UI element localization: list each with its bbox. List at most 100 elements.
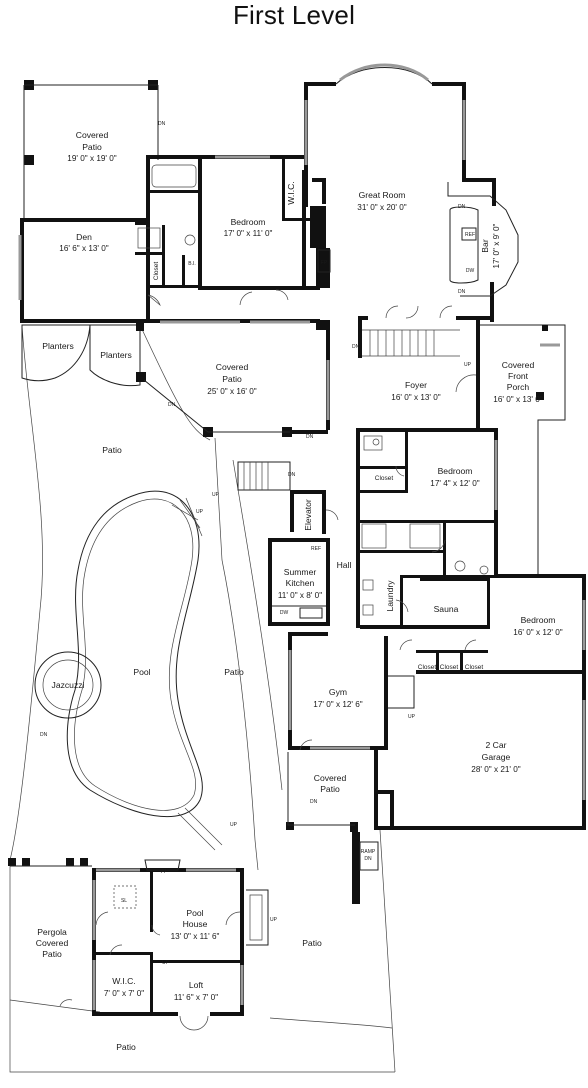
label-sauna: Sauna bbox=[434, 604, 459, 614]
dn-stair-3: DN bbox=[288, 472, 296, 478]
label-closet-east-1: Closet bbox=[418, 664, 437, 671]
label-pool-house: Pool bbox=[186, 908, 203, 918]
svg-text:28' 0" x 21' 0": 28' 0" x 21' 0" bbox=[471, 765, 521, 774]
label-wic-top: W.I.C. bbox=[286, 181, 296, 204]
svg-text:Garage: Garage bbox=[482, 752, 511, 762]
label-great-room: Great Room bbox=[359, 190, 406, 200]
fireplace-pool-house: FP bbox=[161, 869, 168, 875]
label-bar: Bar bbox=[480, 239, 490, 253]
walls bbox=[8, 63, 586, 1016]
label-patio-west: Patio bbox=[102, 445, 122, 455]
label-summer-kitchen: Summer bbox=[284, 567, 317, 577]
up-loft: UP bbox=[162, 960, 170, 966]
dn-patio-mid: DN bbox=[168, 402, 176, 408]
label-elevator: Elevator bbox=[303, 499, 313, 531]
up-gym: UP bbox=[408, 714, 416, 720]
label-garage: 2 Car bbox=[485, 740, 506, 750]
sl-pool-house: SL bbox=[121, 898, 127, 904]
svg-text:16' 0" x 13' 0": 16' 0" x 13' 0" bbox=[493, 395, 543, 404]
up-pool: UP bbox=[196, 509, 204, 515]
dn-stair: DN bbox=[352, 344, 360, 350]
up-stair: UP bbox=[212, 492, 220, 498]
dn-jacuzzi: DN bbox=[40, 732, 48, 738]
label-bedroom-mid: Bedroom bbox=[438, 466, 473, 476]
ref-summer-kitchen: REF bbox=[311, 546, 321, 552]
dn-covered-patio: DN bbox=[310, 799, 318, 805]
svg-text:17' 4" x 12' 0": 17' 4" x 12' 0" bbox=[430, 479, 480, 488]
svg-text:17' 0" x 11' 0": 17' 0" x 11' 0" bbox=[224, 229, 273, 238]
site-boundary bbox=[9, 324, 396, 1073]
svg-text:31' 0" x 20' 0": 31' 0" x 20' 0" bbox=[357, 203, 407, 212]
label-planters-2: Planters bbox=[100, 350, 132, 360]
svg-text:Covered: Covered bbox=[36, 938, 69, 948]
svg-text:7' 0" x 7' 0": 7' 0" x 7' 0" bbox=[104, 989, 144, 998]
svg-text:House: House bbox=[183, 919, 208, 929]
label-patio-south-east: Patio bbox=[302, 938, 322, 948]
svg-text:11' 0" x 8' 0": 11' 0" x 8' 0" bbox=[278, 591, 322, 600]
svg-text:17' 0" x 9' 0": 17' 0" x 9' 0" bbox=[492, 223, 501, 268]
windows bbox=[18, 100, 586, 1010]
label-covered-patio-nw: Covered bbox=[76, 130, 109, 140]
svg-text:11' 6" x 7' 0": 11' 6" x 7' 0" bbox=[174, 993, 218, 1002]
label-pergola: Pergola bbox=[37, 927, 67, 937]
label-patio-bottom: Patio bbox=[116, 1042, 136, 1052]
room-labels: Covered Patio 19' 0" x 19' 0" Bedroom 17… bbox=[36, 130, 563, 1052]
dn-bar-bottom: DN bbox=[458, 289, 466, 295]
label-bedroom-top: Bedroom bbox=[231, 217, 266, 227]
label-closet-den: Closet bbox=[153, 262, 160, 281]
svg-text:Front: Front bbox=[508, 371, 529, 381]
label-covered-patio-mid: Covered bbox=[216, 362, 249, 372]
doors bbox=[59, 289, 477, 1031]
label-foyer: Foyer bbox=[405, 380, 427, 390]
label-pool: Pool bbox=[133, 667, 150, 677]
dw-bar: DW bbox=[466, 268, 475, 274]
svg-text:13' 0" x 11' 6": 13' 0" x 11' 6" bbox=[171, 932, 220, 941]
floor-plan-title: First Level bbox=[232, 0, 356, 30]
label-planters-1: Planters bbox=[42, 341, 74, 351]
up-pool-house: UP bbox=[270, 917, 278, 923]
dw-summer-kitchen: DW bbox=[280, 610, 289, 616]
svg-text:Patio: Patio bbox=[42, 949, 62, 959]
svg-text:16' 6" x 13' 0": 16' 6" x 13' 0" bbox=[59, 244, 109, 253]
dn-nw: DN bbox=[158, 121, 166, 127]
jacuzzi-outline bbox=[34, 651, 102, 719]
fireplace-great-room: FP bbox=[321, 260, 328, 266]
ramp-label: RAMP bbox=[361, 849, 376, 855]
svg-text:Patio: Patio bbox=[320, 784, 340, 794]
up-foyer: UP bbox=[464, 362, 472, 368]
dn-bar-top: DN bbox=[458, 204, 466, 210]
label-laundry: Laundry bbox=[385, 580, 395, 612]
svg-text:25' 0" x 16' 0": 25' 0" x 16' 0" bbox=[207, 387, 257, 396]
svg-text:Patio: Patio bbox=[222, 374, 242, 384]
svg-text:Patio: Patio bbox=[82, 142, 102, 152]
ref-bar: REF bbox=[465, 232, 475, 238]
dn-stair-2: DN bbox=[306, 434, 314, 440]
label-covered-front-porch: Covered bbox=[502, 360, 535, 370]
svg-text:Porch: Porch bbox=[507, 382, 530, 392]
pool-outline bbox=[66, 490, 223, 851]
label-bedroom-east: Bedroom bbox=[521, 615, 556, 625]
fixtures-shapes bbox=[113, 164, 489, 909]
ramp-dn: DN bbox=[364, 856, 372, 862]
label-loft: Loft bbox=[189, 980, 204, 990]
label-closet-east-3: Closet bbox=[465, 664, 484, 671]
bi-label: B.I. bbox=[188, 261, 196, 267]
planter-outlines bbox=[21, 324, 141, 387]
label-covered-patio-south: Covered bbox=[314, 773, 347, 783]
svg-text:17' 0" x 12' 6": 17' 0" x 12' 6" bbox=[313, 700, 363, 709]
label-patio-center: Patio bbox=[224, 667, 244, 677]
svg-text:16' 0" x 13' 0": 16' 0" x 13' 0" bbox=[391, 393, 441, 402]
fixture-labels: FP REF DW B.I. REF DW SL FP RAMP DN DN D… bbox=[40, 121, 475, 966]
label-closet-mid: Closet bbox=[375, 475, 394, 482]
label-closet-east-2: Closet bbox=[440, 664, 459, 671]
label-hall: Hall bbox=[337, 560, 352, 570]
svg-text:16' 0" x 12' 0": 16' 0" x 12' 0" bbox=[513, 628, 563, 637]
label-den: Den bbox=[76, 232, 92, 242]
up-pool-south: UP bbox=[230, 822, 238, 828]
svg-text:Kitchen: Kitchen bbox=[286, 578, 315, 588]
label-jacuzzi: Jazcuzzi bbox=[52, 680, 85, 690]
label-wic-pool: W.I.C. bbox=[112, 976, 135, 986]
svg-text:19' 0" x 19' 0": 19' 0" x 19' 0" bbox=[67, 154, 117, 163]
label-gym: Gym bbox=[329, 687, 347, 697]
